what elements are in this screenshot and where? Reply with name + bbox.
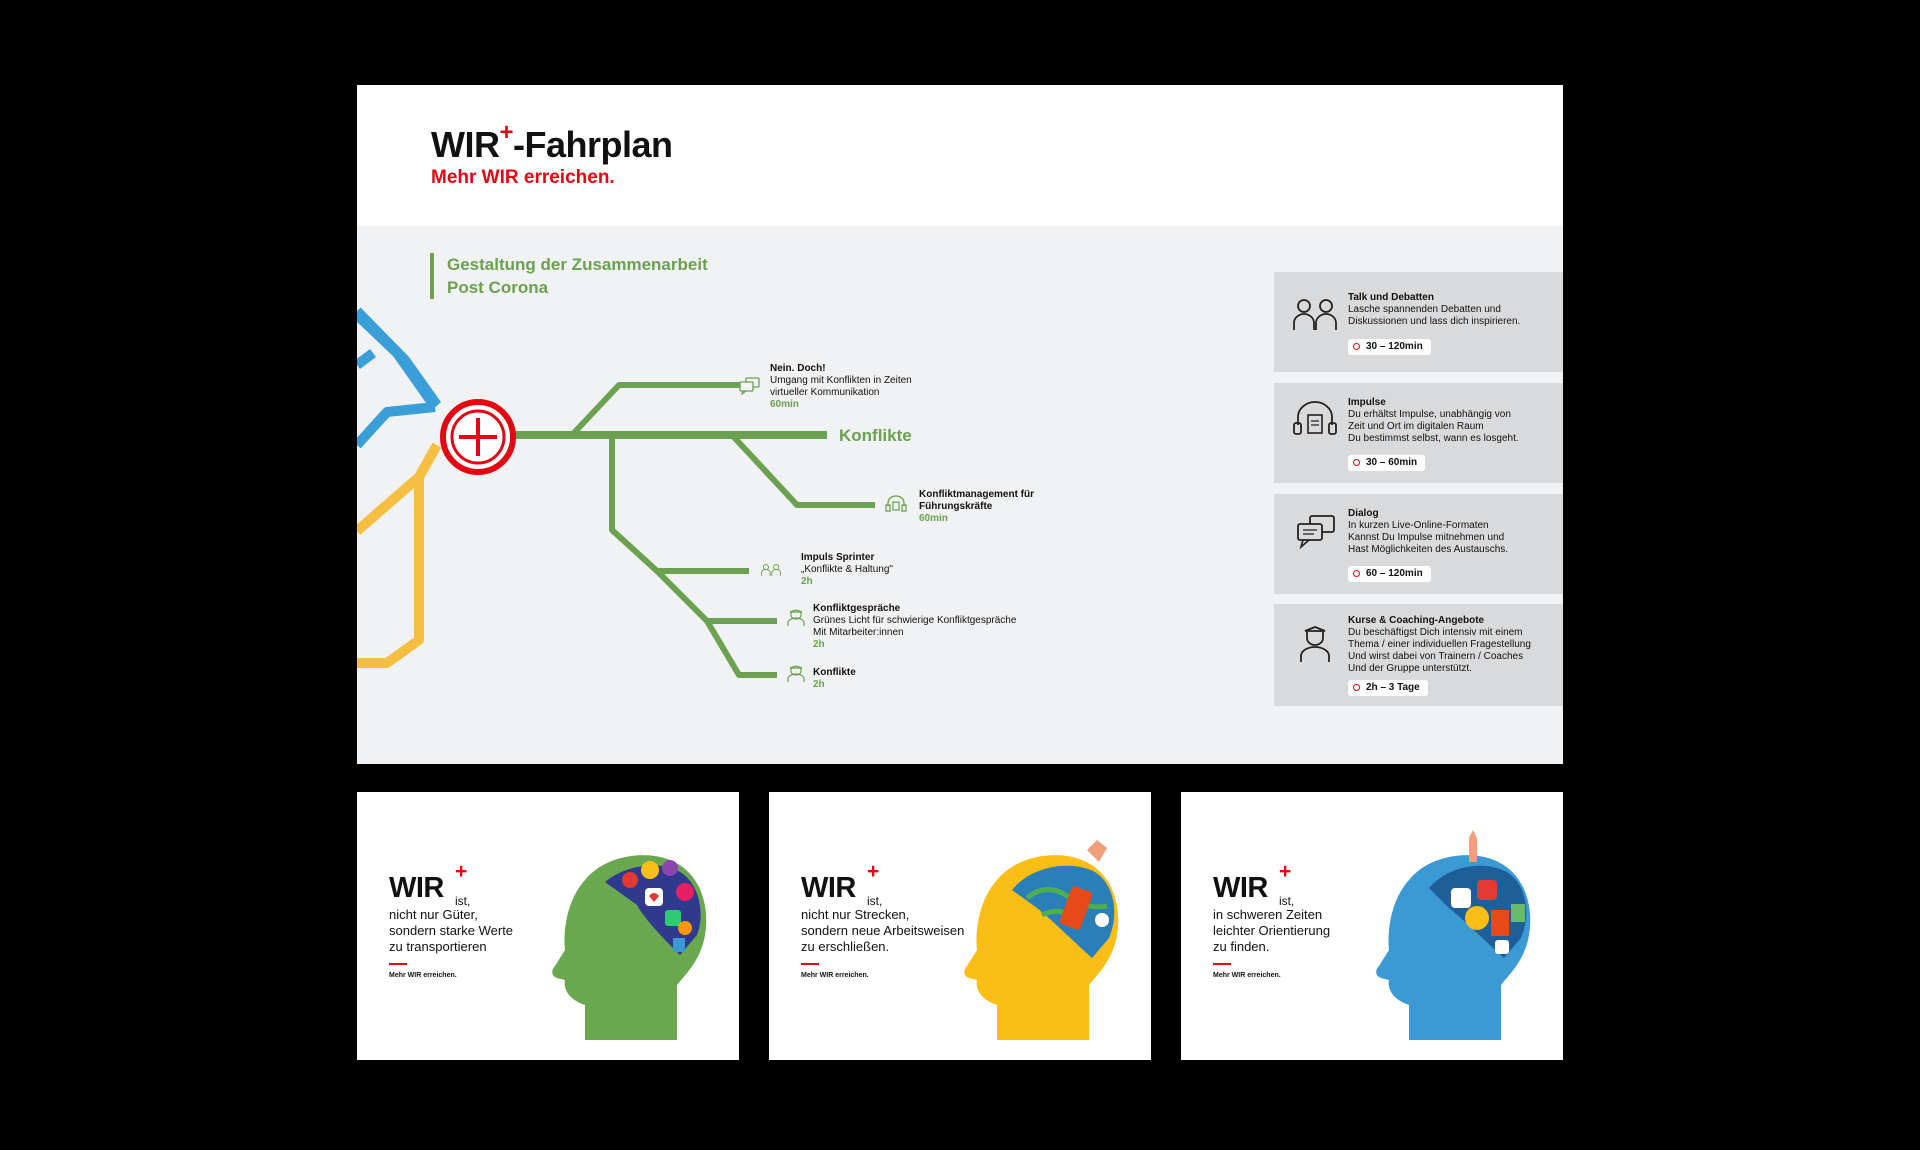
card-logo: WIR+ [801, 860, 879, 904]
people-icon [761, 564, 781, 576]
yellow-line [357, 442, 442, 668]
duration-badge: 30 – 60min [1348, 455, 1426, 471]
people-icon [1293, 299, 1337, 330]
red-dash [801, 963, 819, 965]
stop-konfliktmanagement[interactable]: Konfliktmanagement für Führungskräfte 60… [919, 489, 1035, 524]
headphones-icon [885, 495, 907, 512]
graduate-icon [787, 609, 805, 626]
card-gueter: WIR+ ist, nicht nur Güter, sondern stark… [357, 792, 739, 1060]
stop-konfliktgespraeche[interactable]: Konfliktgespräche Grünes Licht für schwi… [813, 603, 1017, 650]
clock-icon [1353, 459, 1360, 466]
poster-header: WIR+-Fahrplan Mehr WIR erreichen. [357, 85, 1563, 226]
main-line-label: Konflikte [839, 426, 912, 445]
red-dash [389, 963, 407, 965]
hub-plus-icon [459, 418, 497, 456]
green-branch-4 [654, 568, 777, 624]
green-branch-3 [609, 435, 749, 574]
green-branch-1 [569, 382, 745, 438]
clock-icon [1353, 684, 1360, 691]
card-strecken: WIR+ ist, nicht nur Strecken, sondern ne… [769, 792, 1151, 1060]
duration-badge: 30 – 120min [1348, 339, 1431, 355]
card-logo: WIR+ [389, 860, 467, 904]
graduate-icon [787, 665, 805, 682]
head-illustration-icon [964, 840, 1119, 1040]
head-illustration-icon [552, 855, 707, 1040]
legend-dialog: Dialog In kurzen Live-Online-Formaten Ka… [1274, 494, 1563, 594]
legend-kurse-coaching: Kurse & Coaching-Angebote Du beschäftigs… [1274, 604, 1563, 706]
dialog-icon [739, 377, 760, 395]
blue-line-2 [357, 307, 442, 408]
fahrplan-poster: WIR+-Fahrplan Mehr WIR erreichen. Gestal… [357, 85, 1563, 764]
legend-impulse: Impulse Du erhältst Impulse, unabhängig … [1274, 383, 1563, 483]
transit-map [357, 307, 875, 678]
poster-title: WIR+-Fahrplan [431, 119, 673, 165]
card-text: nicht nur Güter, sondern starke Werte zu… [389, 907, 514, 954]
duration-badge: 60 – 120min [1348, 566, 1431, 582]
red-dash [1213, 963, 1231, 965]
headphones-icon [1293, 401, 1337, 435]
stop-impuls-sprinter[interactable]: Impuls Sprinter „Konflikte & Haltung" 2h [801, 552, 893, 587]
legend-talk-debatten: Talk und Debatten Lasche spannenden Deba… [1274, 272, 1563, 372]
stop-nein-doch[interactable]: Nein. Doch! Umgang mit Konflikten in Zei… [770, 363, 912, 410]
head-illustration-icon [1376, 830, 1531, 1040]
green-branch-5 [704, 619, 777, 678]
dialog-icon [1297, 515, 1335, 550]
card-orientierung: WIR+ ist, in schweren Zeiten leichter Or… [1181, 792, 1563, 1060]
card-text: in schweren Zeiten leichter Orientierung… [1213, 907, 1331, 954]
clock-icon [1353, 570, 1360, 577]
clock-icon [1353, 343, 1360, 350]
green-branch-2 [729, 432, 875, 508]
card-logo: WIR+ [1213, 860, 1291, 904]
section-title: Gestaltung der Zusammenarbeit Post Coron… [430, 253, 708, 299]
graduate-icon [1300, 626, 1330, 662]
duration-badge: 2h – 3 Tage [1348, 680, 1428, 696]
stop-konflikte[interactable]: Konflikte 2h [813, 667, 856, 690]
card-text: nicht nur Strecken, sondern neue Arbeits… [801, 907, 965, 954]
poster-subtitle: Mehr WIR erreichen. [431, 167, 615, 188]
